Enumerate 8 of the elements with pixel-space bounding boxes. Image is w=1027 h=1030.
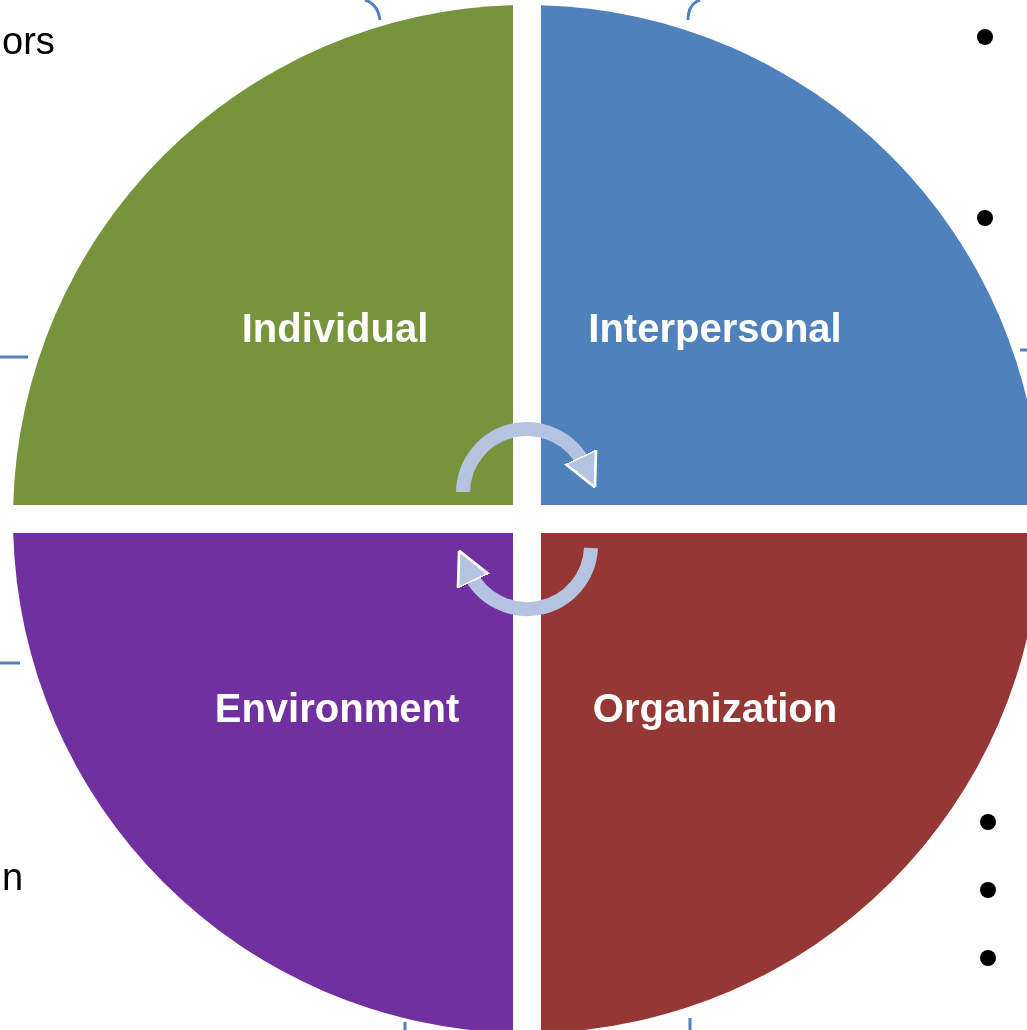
quadrant-label: Organization bbox=[592, 685, 838, 731]
partial-text: ors bbox=[2, 22, 55, 60]
quadrant-label: Interpersonal bbox=[588, 305, 842, 351]
partial-text: n bbox=[2, 858, 24, 896]
quadrant-label: Environment bbox=[214, 685, 460, 731]
quadrant-label: Individual bbox=[241, 305, 429, 351]
curved-arrow bbox=[456, 547, 598, 616]
curved-arrow bbox=[456, 422, 598, 493]
